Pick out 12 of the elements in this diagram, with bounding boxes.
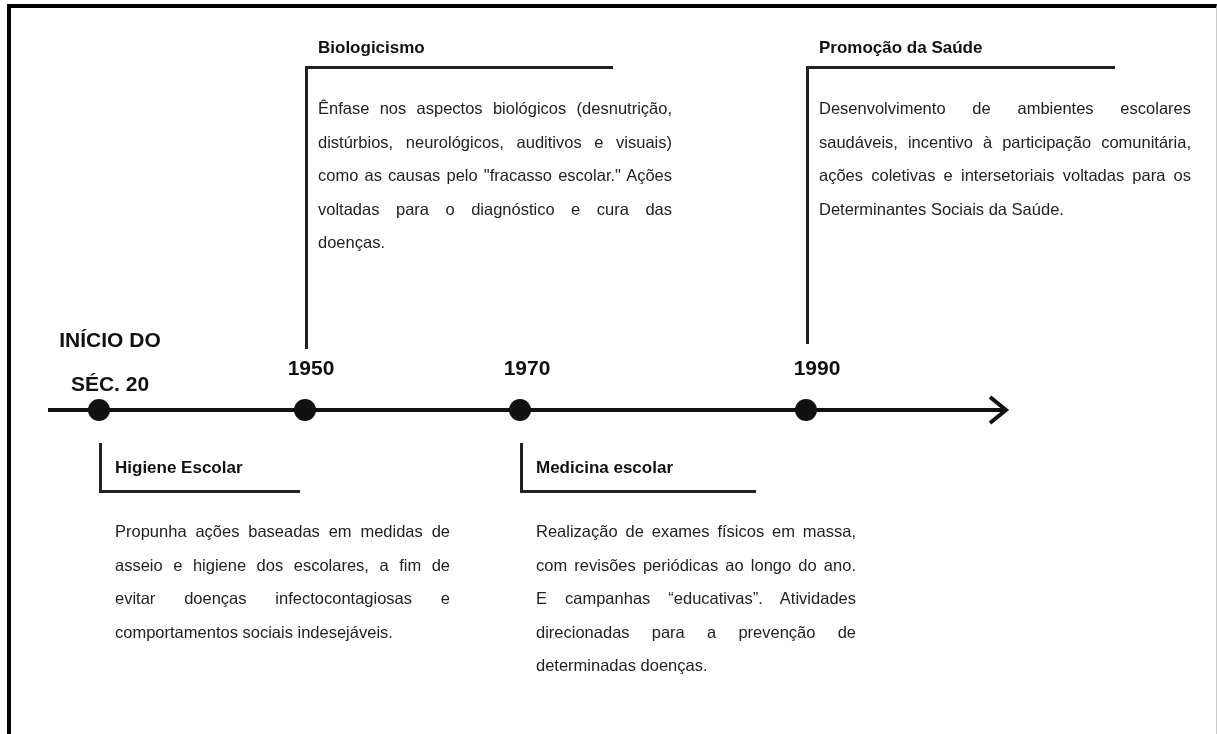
event-description: Propunha ações baseadas em medidas de asseio e higiene dos escolares, a fim de evitar doenças infectocontagiosas e comportamentos sociais indesejáveis. [115,521,450,643]
event-description: Desenvolvimento de ambientes escolares saudáveis, incentivo à participação comunitária, ações coletivas e intersetoriais voltadas para os Determinantes Sociais da Saúde. [819,98,1191,220]
year-label: 1950 [286,356,336,380]
year-label: 1990 [792,356,842,380]
event-description: Realização de exames físicos em massa, com revisões periódicas ao longo do ano. E campanhas “educativas”. Atividades direcionadas para a prevenção de determinadas doenças. [536,521,856,676]
event-heading: Promoção da Saúde [819,38,983,58]
event-heading: Medicina escolar [536,458,673,478]
year-label: 1970 [502,356,552,380]
event-heading: Biologicismo [318,38,425,58]
event-heading: Higiene Escolar [115,458,243,478]
year-label: INÍCIO DO SÉC. 20 [58,327,162,397]
event-description: Ênfase nos aspectos biológicos (desnutrição, distúrbios, neurológicos, auditivos e visuais) como as causas pelo "fracasso escolar." Ações voltadas para o diagnóstico e cura das doenças. [318,98,672,253]
